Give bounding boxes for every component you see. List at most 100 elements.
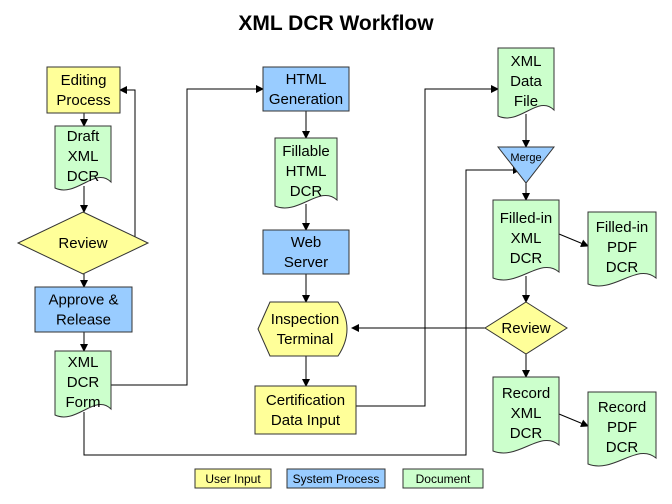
inspection-terminal-shape xyxy=(257,301,348,357)
node-approve-release: Approve & Release xyxy=(34,286,133,333)
legend-item-system_process: System Process xyxy=(286,468,386,489)
legend-item-user_input: User Input xyxy=(194,468,272,489)
filled-in-xml-dcr-label-line: DCR xyxy=(510,250,543,267)
connector-certification-data-input-to-xml-data-file xyxy=(356,85,499,407)
merge-shape xyxy=(496,146,556,184)
editing-process-shape xyxy=(46,66,121,114)
connector-xml-dcr-form-to-merge xyxy=(83,166,521,456)
merge-label: Merge xyxy=(510,152,541,164)
filled-in-pdf-dcr-label-line: PDF xyxy=(607,239,637,256)
approve-release-label: Approve & Release xyxy=(48,292,118,329)
xml-dcr-form-shape xyxy=(54,350,112,418)
certification-data-input-shape xyxy=(254,385,357,435)
xml-data-file-label-line: Data xyxy=(510,73,542,90)
review-right-label-line: Review xyxy=(501,320,550,337)
review-left-label-line: Review xyxy=(58,235,107,252)
merge-label-line: Merge xyxy=(510,152,541,164)
legend-label: System Process xyxy=(293,472,380,486)
diagram-title: XML DCR Workflow xyxy=(238,12,434,35)
node-review-right: Review xyxy=(484,301,568,355)
inspection-terminal-label-line: Terminal xyxy=(277,331,334,348)
fillable-html-dcr-shape xyxy=(274,137,338,209)
connector-review-left-to-editing-process xyxy=(119,86,148,244)
html-generation-label: HTML Generation xyxy=(269,71,343,108)
inspection-terminal-label-line: Inspection xyxy=(271,311,339,328)
record-pdf-dcr-label-line: DCR xyxy=(606,439,639,456)
filled-in-xml-dcr-label-line: Filled-in xyxy=(500,210,553,227)
legend-label: User Input xyxy=(205,472,261,486)
approve-release-label-line: Approve & xyxy=(48,292,118,309)
xml-data-file-shape xyxy=(497,47,555,119)
filled-in-pdf-dcr-label-line: DCR xyxy=(606,259,639,276)
review-left-shape xyxy=(16,211,150,275)
html-generation-shape xyxy=(262,66,350,112)
xml-dcr-form-label-line: DCR xyxy=(67,374,100,391)
record-xml-dcr-shape xyxy=(492,376,560,454)
connector-record-xml-dcr-to-record-pdf-dcr xyxy=(558,413,589,428)
legend-label: Document xyxy=(416,472,471,486)
review-left-label: Review xyxy=(58,235,107,252)
legend-swatch xyxy=(286,468,386,489)
node-html-generation: HTML Generation xyxy=(262,66,350,112)
legend-swatch xyxy=(402,468,484,489)
draft-xml-dcr-label-line: DCR xyxy=(67,168,100,185)
xml-dcr-form-label-line: Form xyxy=(66,394,101,411)
record-pdf-dcr-label-line: PDF xyxy=(607,419,637,436)
filled-in-pdf-dcr-shape xyxy=(587,211,657,287)
record-pdf-dcr-label-line: Record xyxy=(598,399,646,416)
legend: User Input System Process Document xyxy=(194,468,484,489)
connector-xml-dcr-form-to-html-generation xyxy=(111,85,264,386)
fillable-html-dcr-label-line: DCR xyxy=(290,183,323,200)
record-xml-dcr-label-line: DCR xyxy=(510,425,543,442)
filled-in-xml-dcr-shape xyxy=(492,199,560,281)
xml-data-file-label-line: File xyxy=(514,93,538,110)
draft-xml-dcr-shape xyxy=(54,125,112,191)
record-xml-dcr-label-line: Record xyxy=(502,385,550,402)
fillable-html-dcr-label-line: HTML xyxy=(286,163,327,180)
html-generation-label-line: Generation xyxy=(269,91,343,108)
approve-release-label-line: Release xyxy=(56,312,111,329)
draft-xml-dcr-label-line: XML xyxy=(68,148,99,165)
certification-data-input-label-line: Certification xyxy=(266,392,345,409)
filled-in-xml-dcr-label-line: XML xyxy=(511,230,542,247)
legend-swatch xyxy=(194,468,272,489)
editing-process-label-line: Process xyxy=(56,92,110,109)
xml-data-file-label-line: XML xyxy=(511,53,542,70)
web-server-label-line: Web xyxy=(291,234,322,251)
node-merge: Merge xyxy=(496,146,556,184)
draft-xml-dcr-label-line: Draft xyxy=(67,128,100,145)
html-generation-label-line: HTML xyxy=(286,71,327,88)
record-xml-dcr-label-line: XML xyxy=(511,405,542,422)
review-right-shape xyxy=(484,301,568,355)
legend-item-document: Document xyxy=(402,468,484,489)
editing-process-label-line: Editing xyxy=(61,72,107,89)
filled-in-pdf-dcr-label-line: Filled-in xyxy=(596,219,649,236)
review-right-label: Review xyxy=(501,320,550,337)
node-review-left: Review xyxy=(16,211,150,275)
